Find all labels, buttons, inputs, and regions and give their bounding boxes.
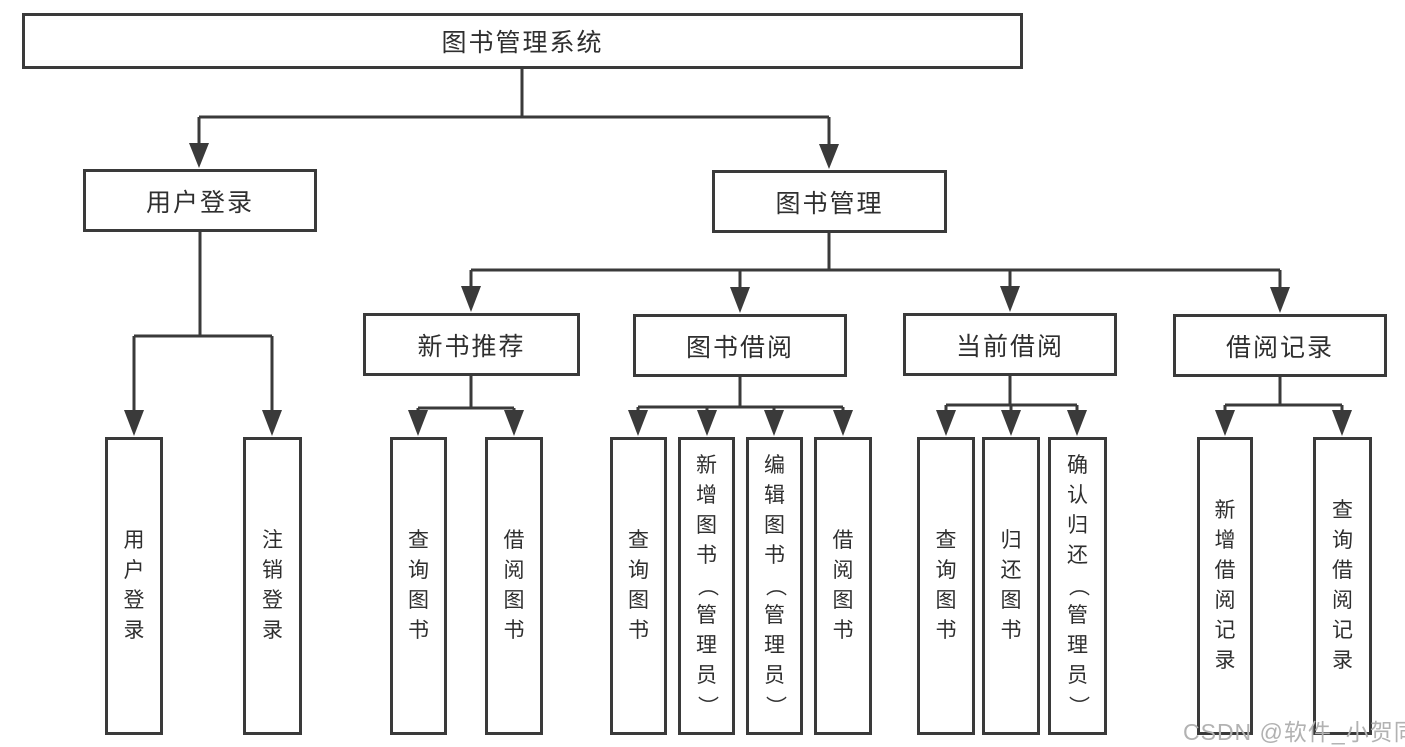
arrowheads [124,143,1352,436]
node-current-borrow: 当前借阅 [903,313,1117,376]
leaf-borrow-query-book: 查询图书 [610,437,667,735]
leaf-confirm-return-admin: 确认归还（管理员） [1048,437,1107,735]
leaf-return-book: 归还图书 [982,437,1040,735]
node-new-book-recommend-label: 新书推荐 [417,332,526,361]
leaf-query-borrow-record: 查询借阅记录 [1313,437,1372,735]
leaf-recommend-query-book: 查询图书 [390,437,447,735]
node-book-borrow: 图书借阅 [633,314,847,377]
node-root-label: 图书管理系统 [441,29,604,57]
node-root: 图书管理系统 [22,13,1023,69]
leaf-add-book-admin: 新增图书（管理员） [678,437,735,735]
node-user-login: 用户登录 [83,169,317,232]
node-book-management: 图书管理 [712,170,947,233]
leaf-current-query-book: 查询图书 [917,437,975,735]
leaf-borrow-book: 借阅图书 [814,437,872,735]
node-borrow-records: 借阅记录 [1173,314,1387,377]
node-user-login-label: 用户登录 [145,188,254,217]
leaf-logout: 注销登录 [243,437,302,735]
node-current-borrow-label: 当前借阅 [955,332,1064,361]
leaf-user-login: 用户登录 [105,437,163,735]
leaf-recommend-borrow-book: 借阅图书 [485,437,543,735]
node-borrow-records-label: 借阅记录 [1225,333,1334,362]
node-book-management-label: 图书管理 [775,189,884,218]
leaf-add-borrow-record: 新增借阅记录 [1197,437,1253,735]
leaf-edit-book-admin: 编辑图书（管理员） [746,437,803,735]
csdn-watermark: CSDN @软件_小贺同学 [1183,719,1405,745]
node-book-borrow-label: 图书借阅 [685,333,794,362]
node-new-book-recommend: 新书推荐 [363,313,580,376]
